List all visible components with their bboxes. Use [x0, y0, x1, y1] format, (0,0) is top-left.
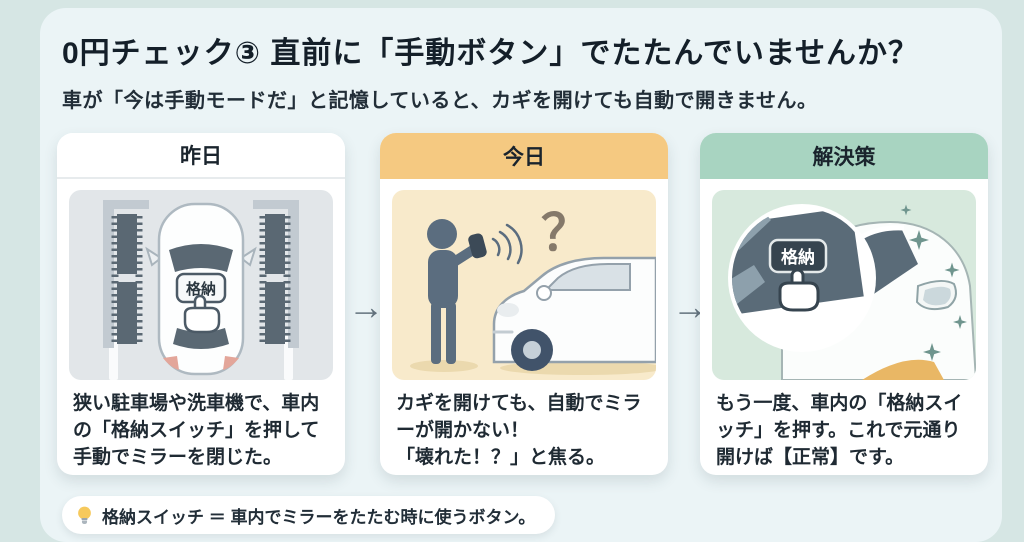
footnote-pill: 格納スイッチ ＝ 車内でミラーをたたむ時に使うボタン。 — [62, 496, 556, 534]
arrow-right-icon: → — [348, 286, 384, 327]
card-yesterday-text: 狭い駐車場や洗車機で、車内の「格納スイッチ」を押して手動でミラーを閉じた。 — [73, 393, 320, 468]
card-today-header: 今日 — [380, 133, 668, 179]
card-solution-header: 解決策 — [700, 133, 988, 179]
card-today-text: カギを開けても、自動でミラーが開かない！ 「壊れた！？」と焦る。 — [396, 393, 642, 468]
card-today: 今日 — [380, 133, 668, 475]
page-title: 0円チェック③ 直前に「手動ボタン」でたたんでいませんか？ — [62, 37, 920, 70]
signal-waves-icon — [491, 223, 523, 265]
card-today-illustration: ？ — [392, 190, 656, 380]
card-solution-illustration: 格納 — [712, 190, 976, 380]
card-yesterday: 昨日 — [57, 133, 345, 475]
hand-cursor-icon — [183, 294, 221, 334]
lightbulb-icon — [78, 506, 91, 524]
hand-cursor-icon — [778, 268, 820, 312]
folded-mirror-icon — [536, 285, 552, 301]
footnote-text: 格納スイッチ ＝ 車内でミラーをたたむ時に使うボタン。 — [102, 507, 536, 527]
svg-text:格納: 格納 — [186, 280, 216, 298]
question-mark: ？ — [541, 205, 591, 261]
page-subtitle: 車が「今は手動モードだ」と記憶していると、カギを開けても自動で開きません。 — [62, 90, 818, 112]
key-fob-car-icon: ？ — [392, 190, 656, 380]
stow-button: 格納 — [768, 238, 828, 274]
stow-switch-closeup-icon: 格納 — [712, 190, 976, 380]
stow-button: 格納 — [175, 272, 227, 304]
car-wash-top-view-icon: 格納 — [69, 190, 333, 380]
svg-text:格納: 格納 — [781, 247, 815, 267]
card-yesterday-header: 昨日 — [57, 133, 345, 179]
card-yesterday-illustration: 格納 — [69, 190, 333, 380]
open-mirror-icon — [915, 280, 957, 311]
key-fob-icon — [468, 233, 487, 259]
card-solution: 解決策 — [700, 133, 988, 475]
card-solution-text: もう一度、車内の「格納スイッチ」を押す。これで元通り開けば【正常】です。 — [716, 393, 963, 468]
